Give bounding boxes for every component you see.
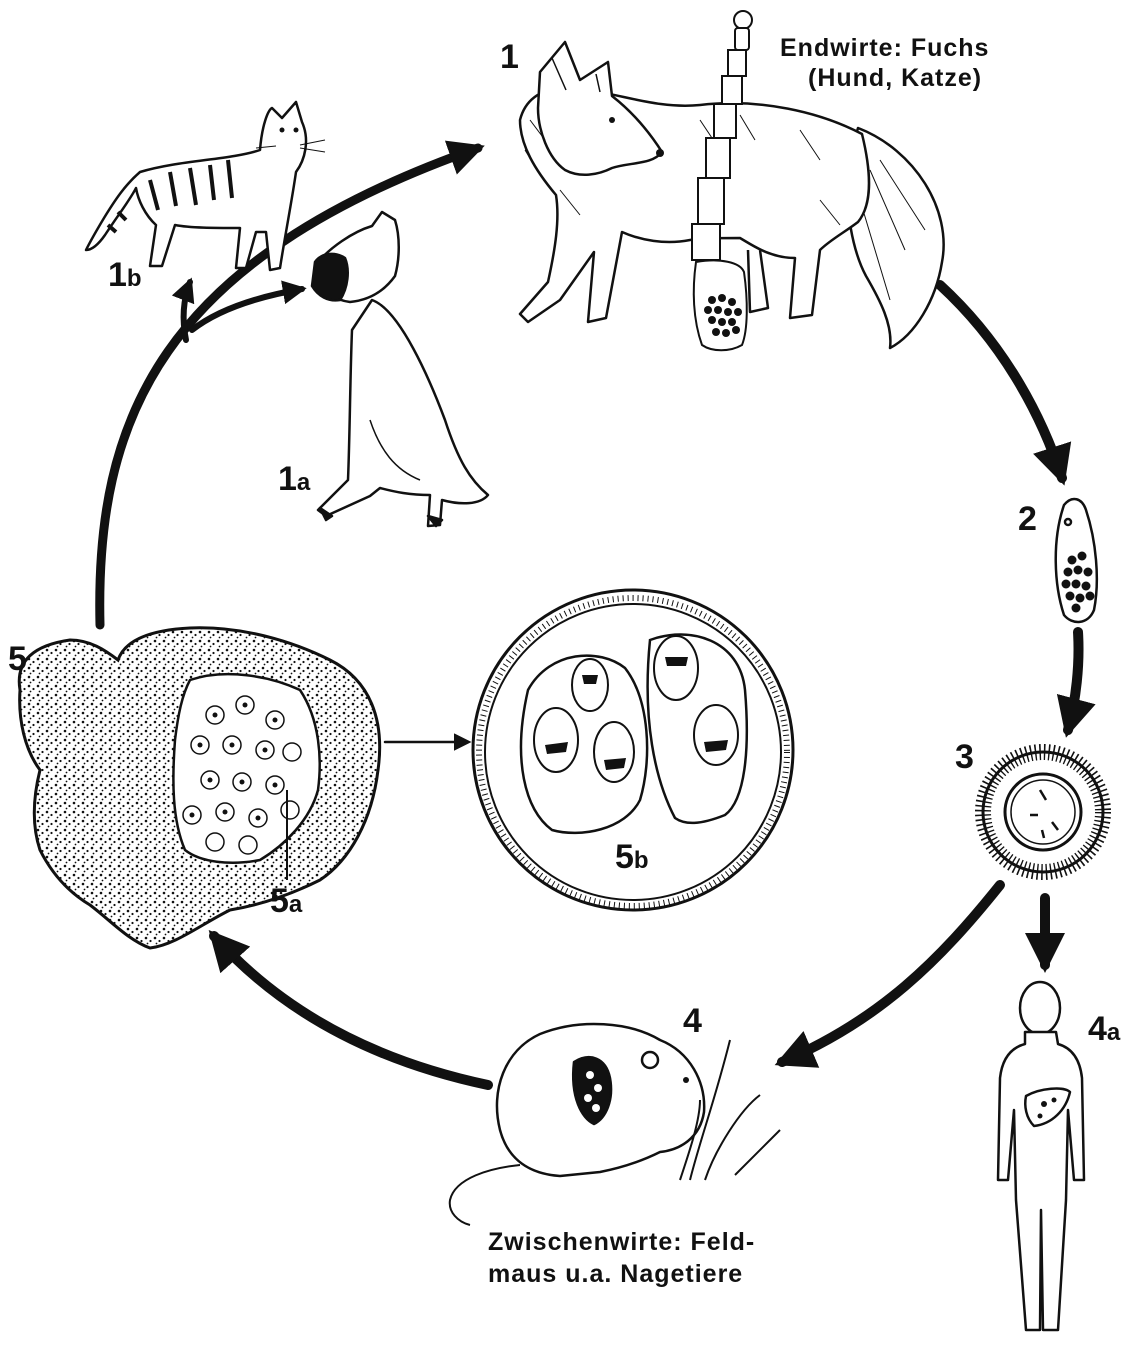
tapeworm-scolex [734,11,752,29]
human-illustration [998,982,1084,1330]
label-3: 3 [955,738,974,776]
arrow-fox-to-proglottid [940,285,1062,478]
cat-body [86,102,306,270]
dog-muzzle [312,254,348,300]
vole-illustration [450,1024,780,1225]
cat-illustration [86,102,325,270]
dog-illustration [312,212,488,526]
liver-illustration [19,628,379,948]
label-1a-main: 1 [278,460,297,498]
arrow-proglottid-to-egg [1068,632,1079,730]
label-4a-sub: a [1107,1019,1121,1046]
label-1b-sub: b [127,265,142,292]
arrow-branch-to-cat [184,282,190,340]
final-hosts-caption-line2: (Hund, Katze) [808,64,982,92]
label-4a: 4a [1088,1010,1121,1048]
vole-tail [450,1165,520,1225]
label-1a-sub: a [297,469,311,496]
intermediate-hosts-caption-line1: Zwischenwirte: Feld- [488,1228,755,1256]
label-1: 1 [500,38,519,76]
human-head [1020,982,1060,1034]
tapeworm-gravid-segment [694,260,747,350]
label-5: 5 [8,640,27,678]
label-1b: 1b [108,256,142,294]
dog-body [318,300,488,526]
intermediate-hosts-caption-line2: maus u.a. Nagetiere [488,1260,743,1288]
label-5a-main: 5 [270,882,289,920]
arrow-egg-to-vole [782,885,1000,1062]
final-hosts-caption-line1: Endwirte: Fuchs [780,34,989,62]
human-body [998,1032,1084,1330]
arrow-branch-to-dog [192,289,302,330]
label-2: 2 [1018,500,1037,538]
label-1a: 1a [278,460,311,498]
proglottid-illustration [1056,499,1097,622]
label-5b-main: 5 [615,838,634,876]
label-4: 4 [683,1002,702,1040]
arrow-vole-to-liver [214,936,488,1085]
label-5b-sub: b [634,847,649,874]
label-4a-main: 4 [1088,1010,1107,1048]
label-1b-main: 1 [108,256,127,294]
egg-illustration [983,752,1103,872]
label-5a-sub: a [289,891,303,918]
